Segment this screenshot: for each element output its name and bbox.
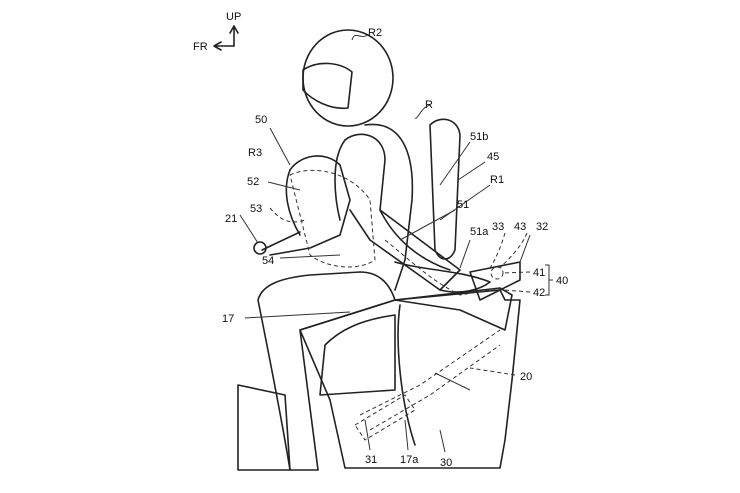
leader — [469, 367, 516, 376]
dashed-leaders — [269, 207, 531, 376]
leader — [269, 127, 291, 166]
sensor-41 — [490, 266, 504, 280]
label-30: 30 — [440, 457, 452, 469]
label-front: FR — [193, 41, 208, 53]
label-54: 54 — [262, 255, 274, 267]
helmet-R2 — [302, 29, 394, 127]
leader — [457, 161, 486, 181]
harness-51 — [379, 209, 451, 271]
leader — [351, 34, 369, 41]
label-42: 42 — [533, 287, 545, 299]
label-53: 53 — [250, 203, 262, 215]
bracket-40 — [545, 264, 553, 296]
label-33: 33 — [492, 221, 504, 233]
label-45: 45 — [487, 151, 499, 163]
label-51b: 51b — [470, 131, 488, 143]
label-17: 17 — [222, 313, 234, 325]
leader — [399, 209, 456, 241]
leader — [499, 232, 528, 269]
leg-shield — [319, 314, 396, 396]
reference-labels: R2 R 50 51b 45 R3 R1 52 51 21 53 33 43 3… — [222, 27, 568, 469]
leader — [489, 232, 506, 269]
arm-back — [285, 169, 301, 236]
buckle-32 — [469, 261, 521, 301]
rider — [269, 29, 491, 293]
strap-51a — [384, 239, 491, 296]
label-up: UP — [226, 11, 241, 23]
label-R2: R2 — [368, 27, 382, 39]
label-R: R — [425, 99, 433, 111]
grip — [253, 241, 267, 255]
seat-31 — [394, 287, 513, 331]
label-51a: 51a — [470, 226, 489, 238]
leader — [439, 141, 471, 186]
leader — [267, 181, 301, 191]
label-R3: R3 — [248, 147, 262, 159]
leader — [269, 207, 306, 223]
label-R1: R1 — [490, 174, 504, 186]
airbag-50 — [289, 169, 376, 268]
label-40: 40 — [556, 275, 568, 287]
label-17a: 17a — [400, 454, 419, 466]
orientation-indicator: UP FR — [193, 11, 241, 53]
torso-back — [364, 123, 414, 291]
leader — [502, 271, 531, 274]
frame-20 — [359, 329, 501, 431]
handlebar-bar — [261, 231, 301, 251]
backrest-45 — [429, 118, 461, 260]
label-32: 32 — [536, 221, 548, 233]
label-21: 21 — [225, 213, 237, 225]
leader — [244, 311, 351, 319]
arm-R3 — [344, 133, 461, 291]
body-cover-30 — [299, 289, 521, 469]
label-52: 52 — [247, 176, 259, 188]
line-17a — [397, 304, 416, 446]
label-20: 20 — [520, 371, 532, 383]
front-cover-17 — [257, 271, 396, 471]
vehicle — [237, 271, 521, 471]
leader — [404, 419, 409, 451]
label-51: 51 — [457, 199, 469, 211]
leader — [364, 419, 371, 451]
leader — [434, 372, 471, 391]
up-arrow-icon — [229, 25, 239, 47]
leader-lines — [239, 34, 531, 453]
label-31: 31 — [365, 454, 377, 466]
front-arrow-icon — [213, 41, 235, 51]
helmet-visor — [302, 62, 353, 110]
label-43: 43 — [514, 221, 526, 233]
leader — [439, 429, 446, 453]
forearm — [269, 155, 351, 256]
leader — [459, 239, 471, 269]
label-41: 41 — [533, 267, 545, 279]
leader — [519, 234, 531, 263]
frame-member — [354, 394, 416, 441]
torso-front — [334, 139, 346, 221]
handlebar-21 — [253, 231, 301, 255]
leader — [279, 254, 341, 259]
leader — [414, 104, 431, 119]
label-50: 50 — [255, 114, 267, 126]
leader — [239, 214, 259, 244]
